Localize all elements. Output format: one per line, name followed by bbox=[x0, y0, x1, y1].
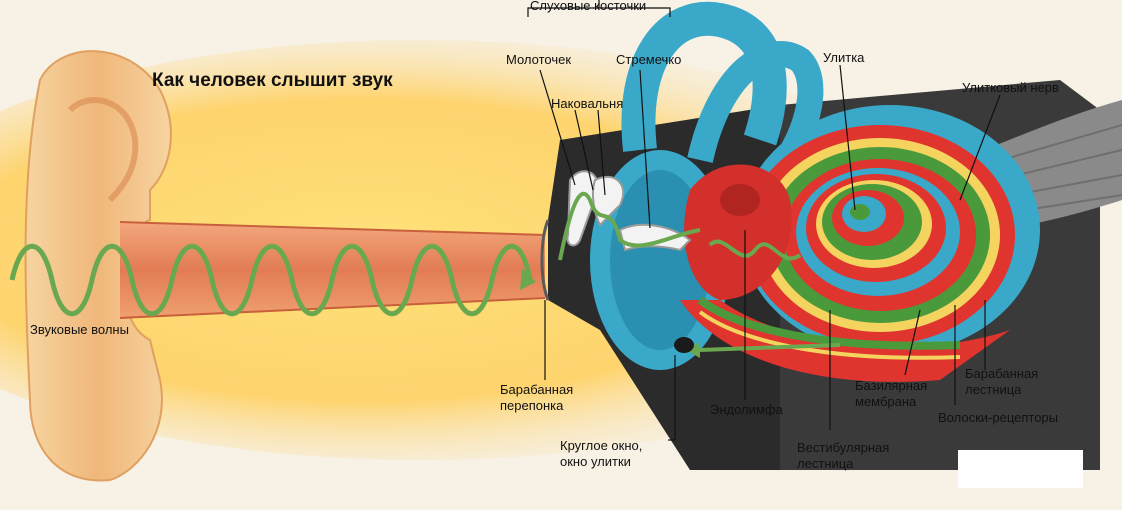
malleus-bone bbox=[566, 170, 600, 247]
diagram-title: Как человек слышит звук bbox=[152, 70, 393, 91]
label-tympanic-2: лестница bbox=[965, 382, 1022, 397]
label-malleus: Молоточек bbox=[506, 52, 572, 67]
label-round-window-2: окно улитки bbox=[560, 454, 631, 469]
label-sound-waves: Звуковые волны bbox=[30, 322, 129, 337]
endolymph-sac bbox=[684, 164, 792, 300]
label-endolymph: Эндолимфа bbox=[710, 402, 783, 417]
cochlear-channel bbox=[680, 300, 1010, 382]
sound-wave bbox=[9, 244, 533, 316]
eardrum bbox=[540, 219, 550, 301]
label-round-window-1: Круглое окно, bbox=[560, 438, 643, 453]
round-window bbox=[674, 337, 694, 353]
label-eardrum-2: перепонка bbox=[500, 398, 564, 413]
label-vestibular-1: Вестибулярная bbox=[797, 440, 890, 455]
blank-patch bbox=[958, 450, 1083, 488]
label-eardrum-1: Барабанная bbox=[500, 382, 574, 397]
label-vestibular-2: лестница bbox=[797, 456, 854, 471]
semicircular-canals bbox=[621, 1, 787, 152]
cochlea-spiral bbox=[740, 105, 1040, 355]
label-hair-cells: Волоски-рецепторы bbox=[938, 410, 1058, 425]
label-incus: Наковальня bbox=[551, 96, 624, 111]
label-ossicles: Слуховые косточки bbox=[530, 0, 647, 13]
label-basilar-1: Базилярная bbox=[855, 378, 928, 393]
ear-fold bbox=[67, 97, 139, 203]
label-basilar-2: мембрана bbox=[855, 394, 917, 409]
label-cochlea: Улитка bbox=[823, 50, 865, 65]
label-tympanic-1: Барабанная bbox=[965, 366, 1039, 381]
label-cochlear-nerve: Улитковый нерв bbox=[962, 80, 1059, 95]
label-stapes: Стремечко bbox=[616, 52, 682, 67]
